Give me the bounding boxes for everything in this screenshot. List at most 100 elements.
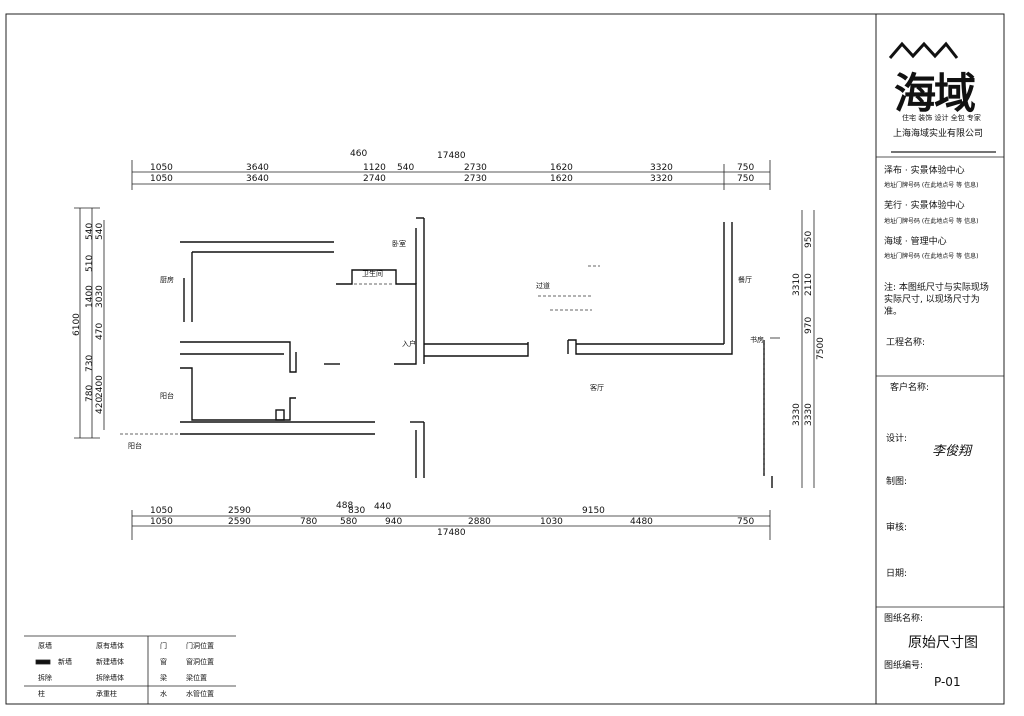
- dim-bottom-r2-5: 2880: [468, 517, 491, 527]
- room-label-balcony: 阳台: [160, 392, 174, 400]
- client-label: 客户名称:: [890, 383, 930, 393]
- legend-row-2-desc2: 梁位置: [186, 674, 207, 682]
- dim-top-r1-4: 540: [397, 163, 415, 173]
- top-dimension-lines: [131, 160, 771, 190]
- dim-left-7: 730: [85, 354, 95, 372]
- dim-bottom-r2-1: 2590: [228, 517, 251, 527]
- room-label-dining: 餐厅: [738, 276, 752, 284]
- company-logo: 海域: [894, 60, 976, 121]
- walls: [180, 217, 773, 488]
- dim-left-0: 540: [85, 222, 95, 240]
- dim-bottom-r2-0: 1050: [150, 517, 173, 527]
- legend-row-3-symbol2: 水: [160, 690, 167, 698]
- legend-row-1-desc2: 窗洞位置: [186, 658, 214, 666]
- dim-top-r2-5: 3320: [650, 174, 673, 184]
- right-dimension-lines: [770, 210, 815, 488]
- dim-bottom-r2-8: 750: [737, 517, 755, 527]
- designer-label: 设计:: [886, 434, 908, 444]
- dim-left-3: 1400: [85, 285, 95, 308]
- dim-top-r2-6: 750: [737, 174, 755, 184]
- checker-label: 审核:: [886, 523, 908, 533]
- dim-left-2: 510: [85, 254, 95, 272]
- drawing-name: 原始尺寸图: [908, 635, 978, 651]
- company-name: 上海海域实业有限公司: [893, 129, 984, 139]
- legend-row-3-desc2: 水管位置: [186, 690, 214, 698]
- room-label-kitchen: 厨房: [160, 276, 174, 284]
- center-2-name: 芜行 · 实景体验中心: [884, 201, 965, 211]
- dim-bottom-total: 17480: [437, 528, 466, 538]
- left-dimension-lines: [74, 207, 105, 439]
- dim-bottom-r2-3: 580: [340, 517, 358, 527]
- dim-top-r2-4: 1620: [550, 174, 573, 184]
- project-label: 工程名称:: [886, 338, 926, 348]
- dim-bottom-r1-2: 488: [336, 501, 354, 511]
- room-label-bedroom: 卧室: [392, 240, 406, 248]
- legend-row-3-desc: 承重柱: [96, 690, 117, 698]
- legend-row-2-desc: 拆除墙体: [96, 674, 124, 682]
- legend-table: [24, 635, 236, 704]
- designer-signature: 李俊翔: [932, 444, 972, 459]
- logo-text: 海域: [894, 69, 976, 118]
- center-3-name: 海域 · 管理中心: [884, 237, 947, 247]
- company-slogan: 住宅 装饰 设计 全包 专家: [902, 114, 981, 122]
- room-label-bathroom: 卫生间: [362, 270, 383, 278]
- dim-left-10: 420: [95, 396, 105, 414]
- legend-row-1-desc: 新建墙体: [96, 658, 124, 666]
- dim-top-r1-5: 2730: [464, 163, 487, 173]
- center-2-address: 地址门牌号码 (在此地点号 等 信息): [884, 218, 979, 225]
- legend-row-3-symbol: 柱: [38, 690, 45, 698]
- dim-top-r1-1: 3640: [246, 163, 269, 173]
- dim-bottom-r1-1: 2590: [228, 506, 251, 516]
- sheet-border: [5, 13, 1005, 705]
- center-3-address: 地址门牌号码 (在此地点号 等 信息): [884, 253, 979, 260]
- dim-bottom-r1-0: 1050: [150, 506, 173, 516]
- dim-right-2: 2110: [804, 273, 814, 296]
- room-label-hallway: 过道: [536, 282, 550, 290]
- dim-bottom-r2-7: 4480: [630, 517, 653, 527]
- dim-left-6: 6100: [72, 313, 82, 336]
- dim-bottom-r2-2: 780: [300, 517, 318, 527]
- dim-top-r2-0: 1050: [150, 174, 173, 184]
- drawing-no: P-01: [934, 675, 961, 689]
- dim-top-r1-8: 750: [737, 163, 755, 173]
- legend-row-0-desc: 原有墙体: [96, 642, 124, 650]
- dimension-note: 注: 本图纸尺寸与实际现场实际尺寸, 以现场尺寸为准。: [884, 283, 989, 317]
- dim-top-r1-7: 3320: [650, 163, 673, 173]
- legend-row-0-desc2: 门洞位置: [186, 642, 214, 650]
- dim-right-6: 3330: [804, 403, 814, 426]
- dim-right-0: 950: [804, 230, 814, 248]
- dashed-lines: [120, 265, 765, 476]
- dim-bottom-r1-4: 440: [374, 502, 392, 512]
- dim-top-r1-3: 1120: [363, 163, 386, 173]
- room-label-living: 客厅: [590, 384, 604, 392]
- dim-left-9: 2400: [95, 375, 105, 398]
- legend-row-0-symbol: 原墙: [38, 642, 52, 650]
- dim-top-r1-6: 1620: [550, 163, 573, 173]
- room-label-entry: 入户: [402, 340, 416, 348]
- dim-top-r2-1: 3640: [246, 174, 269, 184]
- dim-right-5: 3330: [792, 403, 802, 426]
- room-label-study: 书房: [750, 336, 764, 344]
- dim-top-r2-3: 2730: [464, 174, 487, 184]
- dim-left-1: 540: [95, 222, 105, 240]
- drafter-label: 制图:: [886, 477, 908, 487]
- dim-right-1: 3310: [792, 273, 802, 296]
- center-1-name: 泽布 · 实景体验中心: [884, 166, 965, 176]
- dim-right-4: 7500: [816, 337, 826, 360]
- drawing-no-label: 图纸编号:: [884, 661, 924, 671]
- legend-row-0-symbol2: 门: [160, 642, 167, 650]
- dim-top-r2-2: 2740: [363, 174, 386, 184]
- center-1-address: 地址门牌号码 (在此地点号 等 信息): [884, 182, 979, 189]
- dim-bottom-r2-4: 940: [385, 517, 403, 527]
- dim-top-r1-0: 1050: [150, 163, 173, 173]
- dim-bottom-r2-6: 1030: [540, 517, 563, 527]
- dim-left-4: 3030: [95, 285, 105, 308]
- dim-left-5: 470: [95, 322, 105, 340]
- room-label-balcony-2: 阳台: [128, 442, 142, 450]
- legend-row-2-symbol2: 梁: [160, 674, 167, 682]
- date-label: 日期:: [886, 569, 908, 579]
- dim-top-total: 17480: [437, 151, 466, 161]
- dim-bottom-r1-3: 830: [348, 506, 366, 516]
